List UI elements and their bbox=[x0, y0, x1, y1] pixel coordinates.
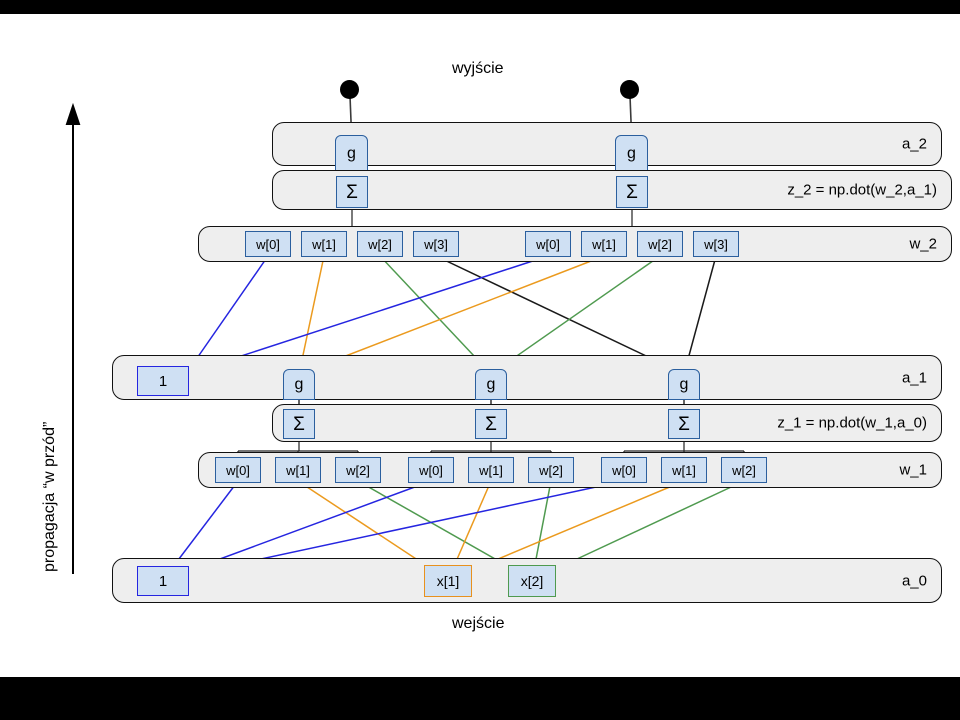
node-z_2-sigma-1[interactable]: Σ bbox=[616, 176, 648, 208]
output-node-1[interactable] bbox=[340, 80, 359, 99]
forward-propagation-arrow bbox=[65, 102, 81, 574]
input-caption: wejście bbox=[452, 615, 505, 632]
layer-label-a_1: a_1 bbox=[901, 369, 927, 386]
node-a_0-bias[interactable]: 1 bbox=[137, 566, 189, 596]
layer-band-a_2: a_2 bbox=[272, 122, 942, 166]
node-w_1-g2-2[interactable]: w[2] bbox=[721, 457, 767, 483]
node-a_1-g-2[interactable]: g bbox=[668, 369, 700, 400]
node-a_2-g-0[interactable]: g bbox=[335, 135, 368, 172]
node-w_1-g0-1[interactable]: w[1] bbox=[275, 457, 321, 483]
node-w_1-g2-1[interactable]: w[1] bbox=[661, 457, 707, 483]
node-a_1-g-0[interactable]: g bbox=[283, 369, 315, 400]
forward-propagation-label: propagacja “w przód” bbox=[41, 421, 58, 572]
node-a_0-x1[interactable]: x[1] bbox=[424, 565, 472, 597]
node-a_0-x2[interactable]: x[2] bbox=[508, 565, 556, 597]
output-node-2[interactable] bbox=[620, 80, 639, 99]
layer-label-z_2: z_2 = np.dot(w_2,a_1) bbox=[787, 181, 937, 199]
node-a_2-g-1[interactable]: g bbox=[615, 135, 648, 172]
node-z_1-sigma-0[interactable]: Σ bbox=[283, 409, 315, 439]
node-w_2-g0-1[interactable]: w[1] bbox=[301, 231, 347, 257]
node-w_2-g1-1[interactable]: w[1] bbox=[581, 231, 627, 257]
layer-label-a_2: a_2 bbox=[901, 135, 927, 153]
node-w_1-g1-1[interactable]: w[1] bbox=[468, 457, 514, 483]
node-w_2-g1-2[interactable]: w[2] bbox=[637, 231, 683, 257]
output-caption: wyjście bbox=[452, 60, 504, 77]
node-w_2-g1-3[interactable]: w[3] bbox=[693, 231, 739, 257]
node-w_1-g0-0[interactable]: w[0] bbox=[215, 457, 261, 483]
node-a_1-bias[interactable]: 1 bbox=[137, 366, 189, 396]
node-w_2-g0-3[interactable]: w[3] bbox=[413, 231, 459, 257]
layer-band-a_1: a_1 bbox=[112, 355, 942, 400]
node-w_2-g0-0[interactable]: w[0] bbox=[245, 231, 291, 257]
layer-label-a_0: a_0 bbox=[901, 572, 927, 589]
node-z_1-sigma-2[interactable]: Σ bbox=[668, 409, 700, 439]
layer-label-w_2: w_2 bbox=[909, 235, 937, 253]
node-z_1-sigma-1[interactable]: Σ bbox=[475, 409, 507, 439]
node-z_2-sigma-0[interactable]: Σ bbox=[336, 176, 368, 208]
node-w_1-g2-0[interactable]: w[0] bbox=[601, 457, 647, 483]
node-w_1-g0-2[interactable]: w[2] bbox=[335, 457, 381, 483]
diagram-canvas: wyjście wejście propagacja “w przód” a_2… bbox=[0, 14, 960, 677]
layer-label-z_1: z_1 = np.dot(w_1,a_0) bbox=[777, 414, 927, 432]
node-a_1-g-1[interactable]: g bbox=[475, 369, 507, 400]
layer-label-w_1: w_1 bbox=[899, 461, 927, 479]
node-w_2-g1-0[interactable]: w[0] bbox=[525, 231, 571, 257]
node-w_1-g1-0[interactable]: w[0] bbox=[408, 457, 454, 483]
layer-band-z_1: z_1 = np.dot(w_1,a_0) bbox=[272, 404, 942, 442]
node-w_2-g0-2[interactable]: w[2] bbox=[357, 231, 403, 257]
layer-band-z_2: z_2 = np.dot(w_2,a_1) bbox=[272, 170, 952, 210]
node-w_1-g1-2[interactable]: w[2] bbox=[528, 457, 574, 483]
